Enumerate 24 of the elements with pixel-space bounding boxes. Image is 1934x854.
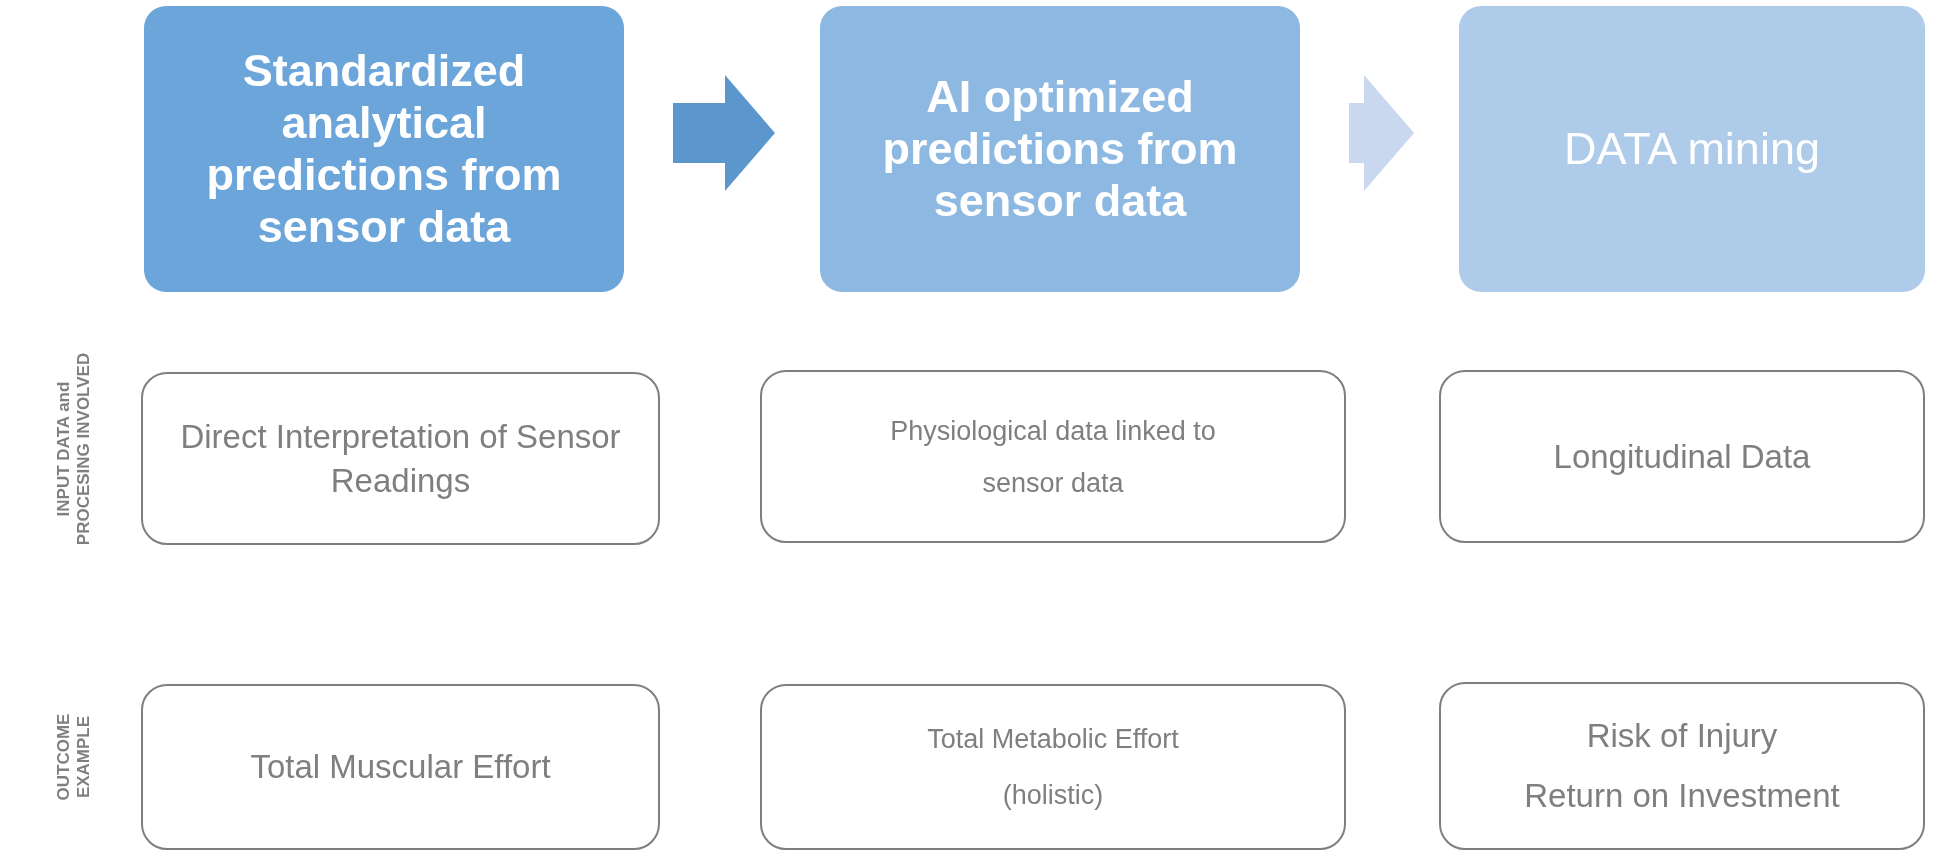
stage-box xyxy=(1459,6,1925,292)
row-label: OUTCOME EXAMPLE xyxy=(54,712,94,803)
box-text: Total Metabolic Effort xyxy=(926,723,1180,756)
box-text: Standardized analytical predictions from sensor data xyxy=(205,45,563,253)
info-box xyxy=(760,370,1346,543)
stage-box xyxy=(820,6,1300,292)
box-text: DATA mining xyxy=(1563,123,1821,175)
box-text: Physiological data linked to sensor data xyxy=(889,414,1217,500)
row-label: INPUT DATA and PROCESING INVOLVED xyxy=(54,351,94,548)
block-arrow xyxy=(1349,75,1414,191)
info-box xyxy=(760,684,1346,850)
box-text: Risk of Injury xyxy=(1585,716,1779,756)
box-text: Total Muscular Effort xyxy=(249,747,552,787)
stage-box xyxy=(144,6,624,292)
box-text: AI optimized predictions from sensor data xyxy=(881,71,1239,227)
box-text: Longitudinal Data xyxy=(1552,436,1812,477)
block-arrow xyxy=(673,75,775,191)
box-text: Return on Investment xyxy=(1523,776,1841,816)
info-box xyxy=(141,684,660,850)
box-text: (holistic) xyxy=(1001,779,1105,812)
info-box xyxy=(1439,370,1925,543)
box-text: Direct Interpretation of Sensor Readings xyxy=(179,416,622,501)
info-box xyxy=(1439,682,1925,850)
info-box xyxy=(141,372,660,545)
